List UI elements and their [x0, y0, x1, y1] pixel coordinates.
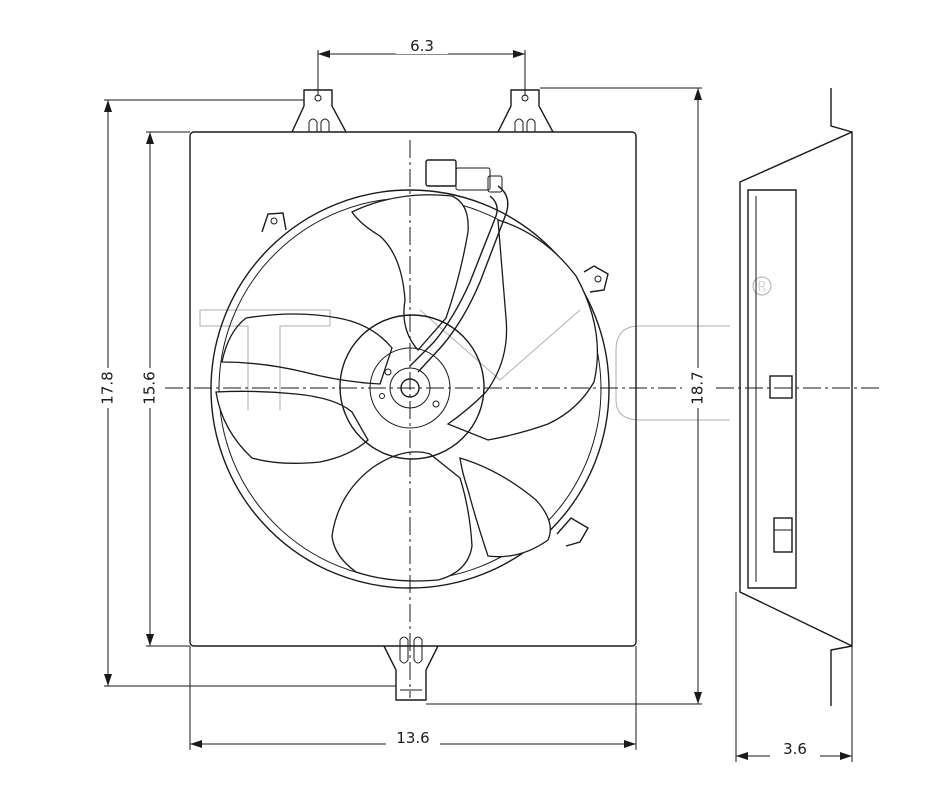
dimension-mount-spacing: 6.3 — [317, 37, 526, 96]
tyc-watermark: R — [199, 276, 772, 421]
top-mounting-tab-left — [291, 89, 347, 133]
dim-label-shroud-height: 15.6 — [141, 371, 159, 404]
ring-lug-top-left — [261, 212, 287, 233]
fan-shroud — [189, 131, 637, 647]
top-mounting-tab-right — [497, 89, 554, 133]
dimension-shroud-width: 13.6 — [189, 646, 637, 750]
dim-label-side-height: 18.7 — [689, 371, 707, 404]
dimension-depth: 3.6 — [735, 592, 853, 762]
side-view — [739, 88, 853, 706]
wire-harness — [409, 159, 509, 373]
side-connector — [773, 517, 793, 553]
fan-blade-bottom — [331, 451, 473, 582]
fan-blade-left-lower — [215, 390, 369, 464]
dim-label-overall-height: 17.8 — [99, 371, 117, 404]
fan-hub-outer — [339, 314, 485, 460]
dim-label-shroud-width: 13.6 — [396, 729, 429, 747]
fan-blade-bottom-right — [459, 457, 551, 558]
side-mount-block — [769, 375, 793, 399]
connector-plug — [425, 159, 457, 187]
dimension-shroud-height: 15.6 — [134, 131, 190, 647]
bottom-mounting-tab — [383, 636, 439, 701]
hub-bolt — [384, 368, 392, 376]
front-view: R — [165, 89, 880, 701]
ring-lug-bottom-right — [556, 517, 589, 547]
fan-blade-left-upper — [221, 313, 393, 385]
dim-label-mount-spacing: 6.3 — [410, 37, 434, 55]
fan-blade-right — [446, 219, 599, 441]
dim-label-depth: 3.6 — [783, 740, 807, 758]
registered-mark: R — [757, 280, 766, 295]
dimension-overall-height: 17.8 — [92, 99, 396, 687]
dimension-side-height: 18.7 — [426, 87, 712, 705]
hub-bolt — [379, 393, 385, 399]
ring-lug-right — [583, 265, 609, 293]
hub-bolt — [432, 400, 440, 408]
